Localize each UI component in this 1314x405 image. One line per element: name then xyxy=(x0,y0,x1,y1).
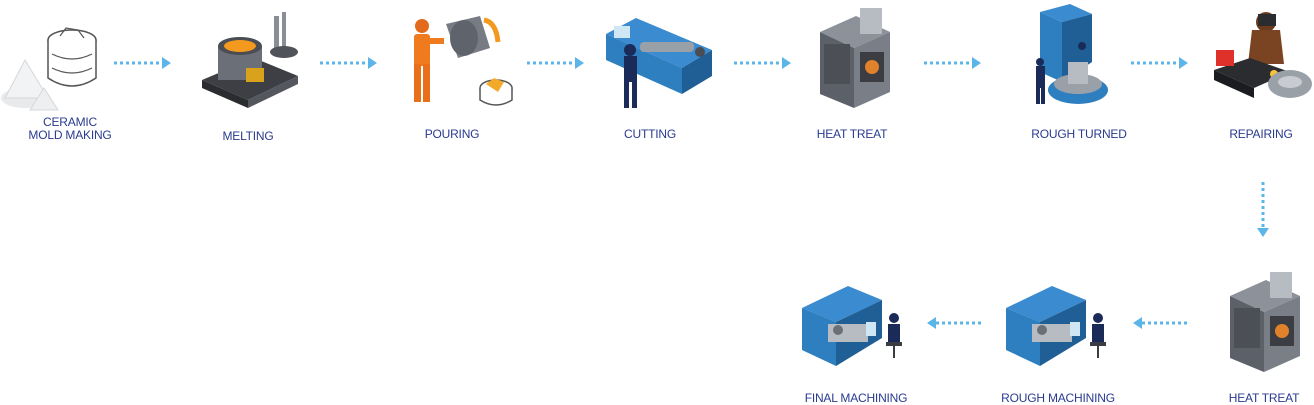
step-final-machining: FINAL MACHINING xyxy=(796,270,916,405)
heat-treat-oven-icon xyxy=(1230,272,1300,372)
arrow-right-3 xyxy=(527,57,584,69)
step-cutting: CUTTING xyxy=(598,0,718,150)
step-label: POURING xyxy=(424,127,480,141)
step-label: CUTTING xyxy=(624,127,676,141)
vertical-lathe-icon xyxy=(1036,4,1108,104)
cnc-machine-icon xyxy=(802,286,902,366)
step-label: CERAMIC MOLD MAKING xyxy=(28,115,112,142)
step-rough-machining: ROUGH MACHINING xyxy=(1000,270,1120,405)
step-heat-treat-bottom: HEAT TREAT xyxy=(1224,264,1314,405)
step-label: REPAIRING xyxy=(1229,127,1293,141)
step-label: ROUGH MACHINING xyxy=(1001,391,1115,405)
arrow-right-1 xyxy=(114,57,171,69)
welder-icon xyxy=(1214,12,1312,98)
step-pouring: POURING xyxy=(392,0,522,150)
arrow-right-6 xyxy=(1131,57,1188,69)
step-heat-treat-top: HEAT TREAT xyxy=(812,0,892,150)
step-rough-turned: ROUGH TURNED xyxy=(1022,0,1127,150)
heat-treat-oven-icon xyxy=(820,8,890,108)
arrow-right-2 xyxy=(320,57,377,69)
lathe-operator-icon xyxy=(606,18,712,108)
pouring-worker-icon xyxy=(414,16,513,106)
step-repairing: REPAIRING xyxy=(1208,0,1314,150)
arrow-right-4 xyxy=(734,57,791,69)
cnc-machine-icon xyxy=(1006,286,1106,366)
step-label: ROUGH TURNED xyxy=(1031,127,1127,141)
arrow-left-1 xyxy=(1133,317,1190,329)
step-label: HEAT TREAT xyxy=(1228,391,1300,405)
step-label: FINAL MACHINING xyxy=(804,391,908,405)
furnace-icon xyxy=(202,12,298,108)
arrow-right-5 xyxy=(924,57,981,69)
step-label: MELTING xyxy=(222,129,274,143)
arrow-down xyxy=(1257,182,1269,237)
step-ceramic-mold-making: CERAMIC MOLD MAKING xyxy=(0,0,140,150)
step-melting: MELTING xyxy=(190,0,310,150)
ceramic-mold-icon xyxy=(1,27,97,111)
arrow-left-2 xyxy=(927,317,984,329)
step-label: HEAT TREAT xyxy=(816,127,888,141)
